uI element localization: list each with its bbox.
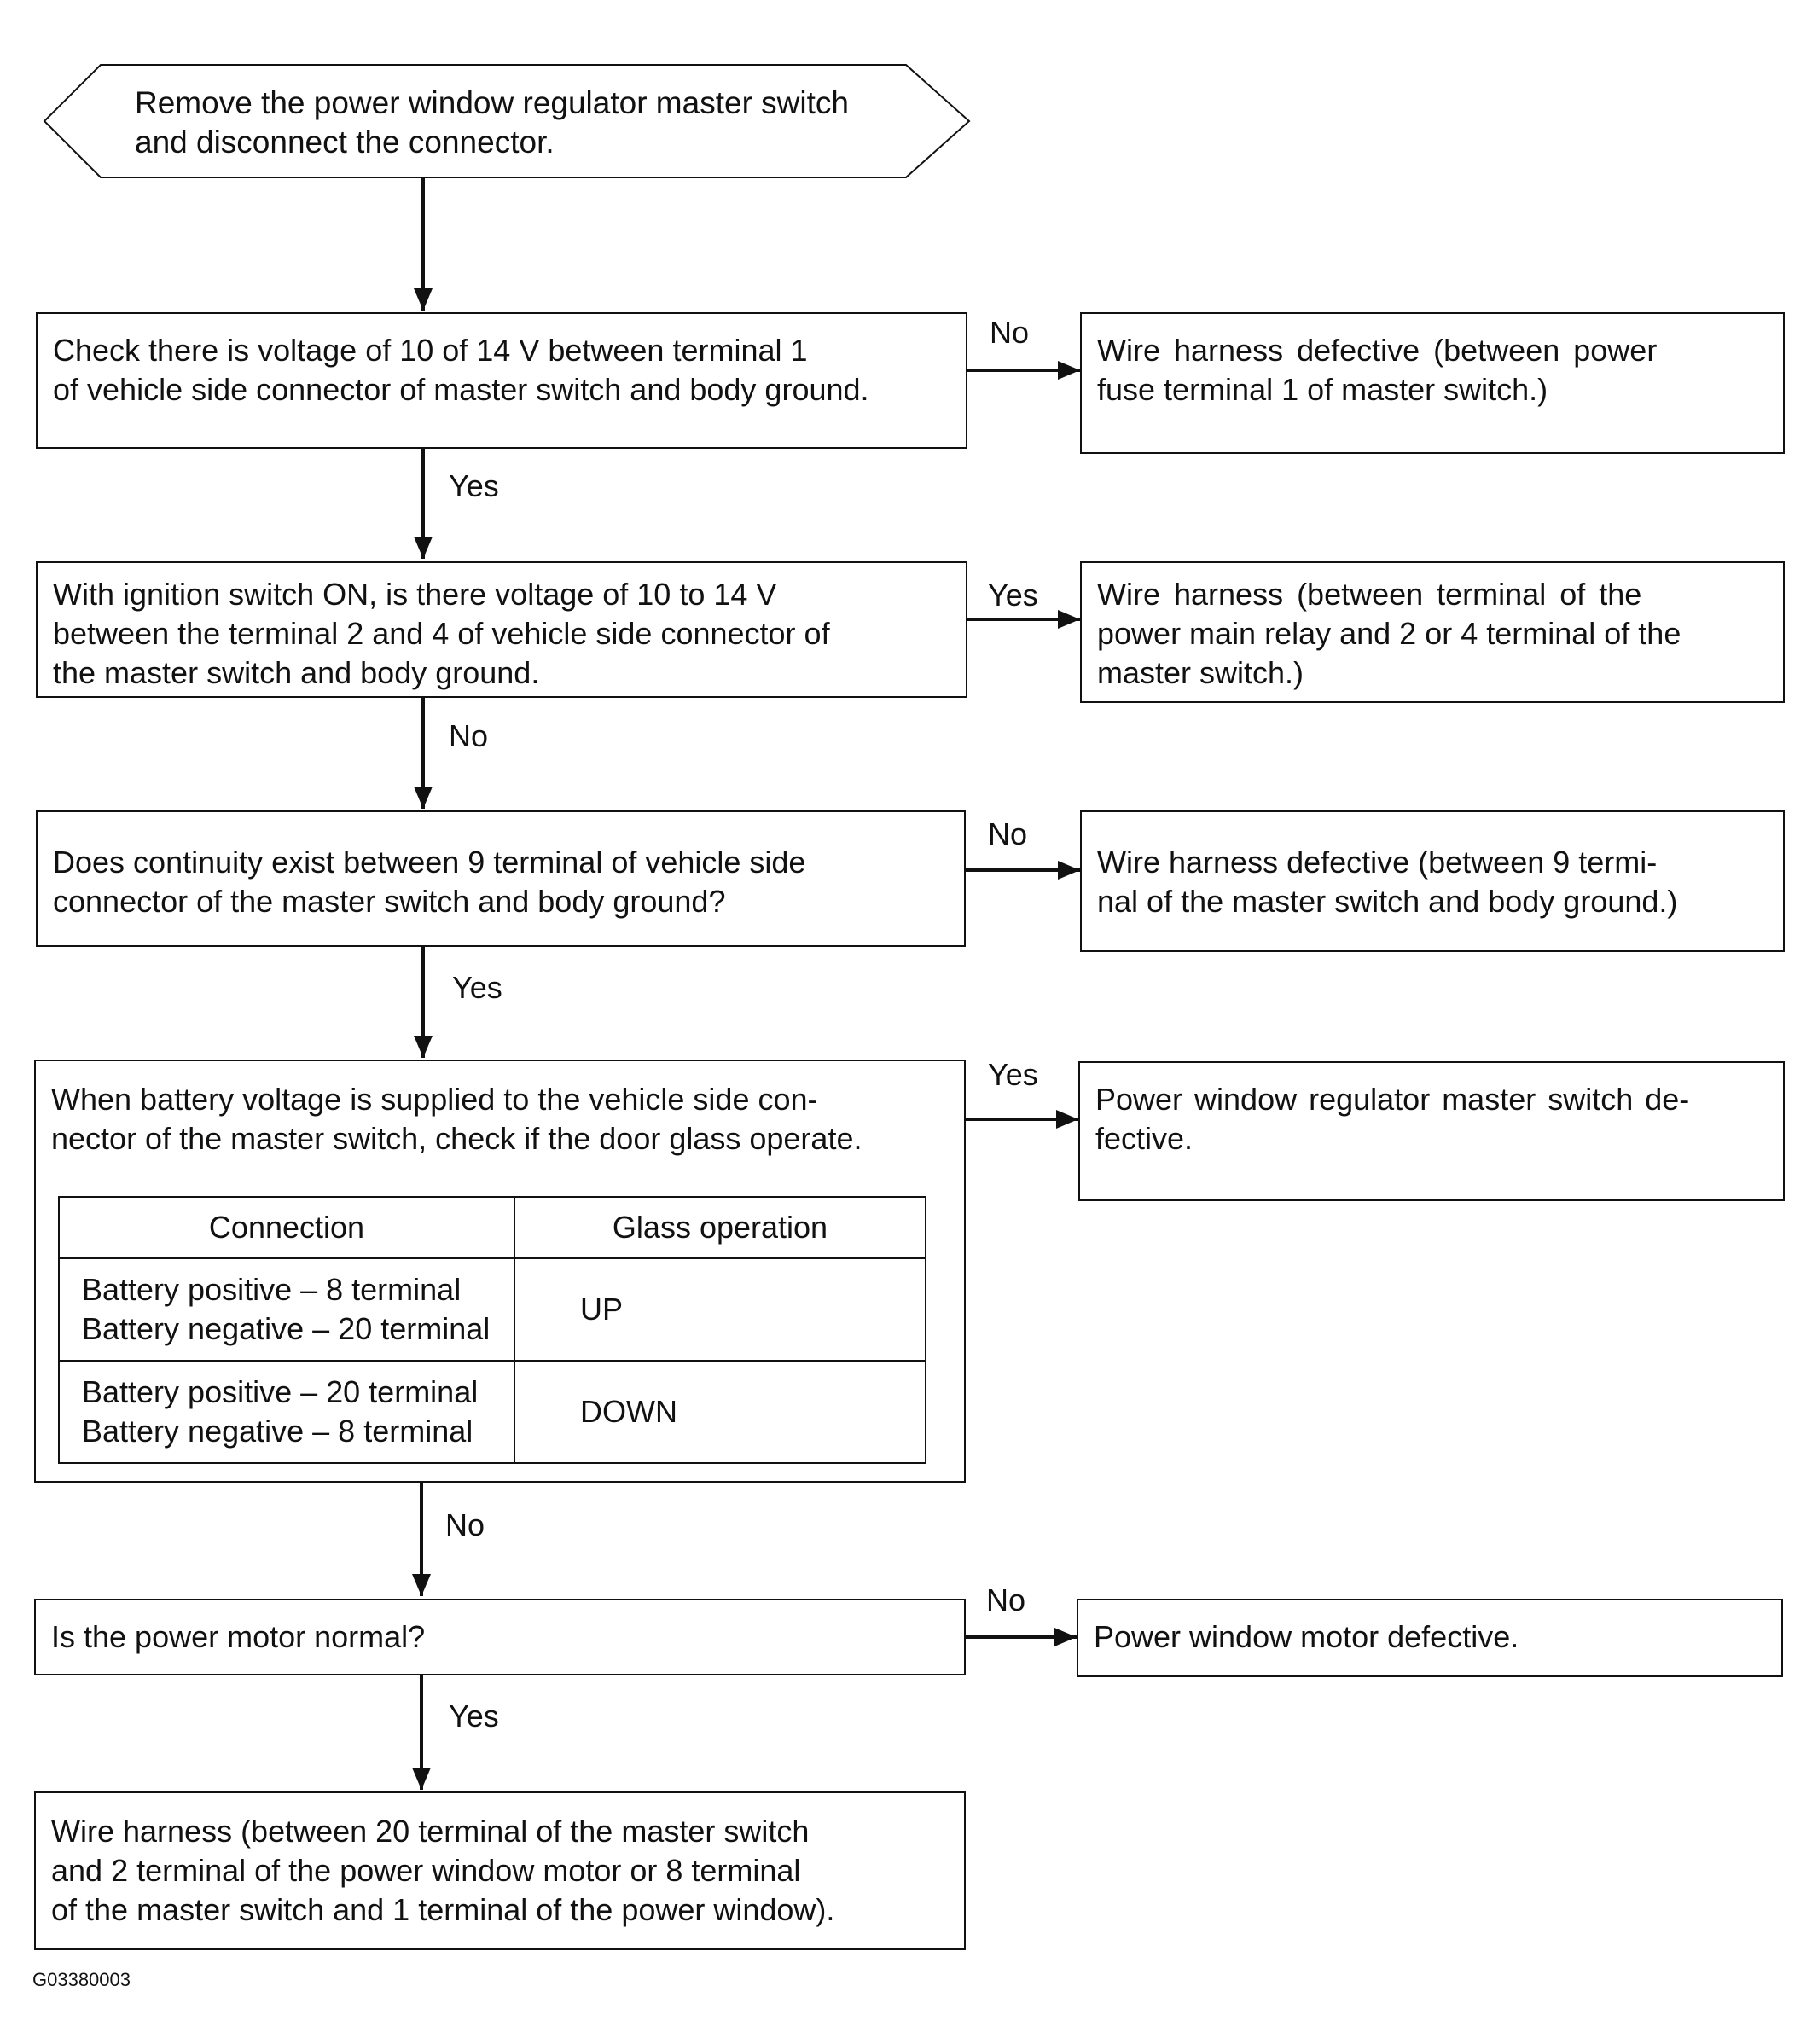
glass-operation-cell: UP	[514, 1257, 926, 1362]
result-box-3: Wire harness defective (between 9 termi-…	[1080, 810, 1785, 952]
connection-table-header-row: Connection Glass operation	[58, 1196, 926, 1259]
result-2-line-3: master switch.)	[1097, 655, 1304, 690]
result-box-5: Power window motor defective.	[1077, 1599, 1783, 1677]
result-2-line-2: power main relay and 2 or 4 terminal of …	[1097, 616, 1681, 651]
branch-label-4: Yes	[988, 1057, 1038, 1092]
down-label-5: Yes	[449, 1698, 499, 1733]
decision-box-3: Does continuity exist between 9 terminal…	[36, 810, 966, 947]
decision-box-2: With ignition switch ON, is there voltag…	[36, 561, 967, 698]
result-5-line-1: Power window motor defective.	[1094, 1619, 1519, 1654]
result-4-line-1: Power window regulator master switch de-	[1095, 1082, 1690, 1117]
final-box: Wire harness (between 20 terminal of the…	[34, 1791, 966, 1950]
start-step: Remove the power window regulator master…	[135, 84, 849, 162]
decision-2-line-3: the master switch and body ground.	[53, 655, 540, 690]
decision-3-line-1: Does continuity exist between 9 terminal…	[53, 845, 806, 880]
connection-cell: Battery positive – 20 terminal Battery n…	[58, 1360, 515, 1464]
table-row: Battery positive – 20 terminal Battery n…	[58, 1360, 926, 1464]
result-4-line-2: fective.	[1095, 1121, 1193, 1156]
table-row: Battery positive – 8 terminal Battery ne…	[58, 1257, 926, 1362]
decision-5-line-1: Is the power motor normal?	[51, 1619, 426, 1654]
decision-box-5: Is the power motor normal?	[34, 1599, 966, 1675]
start-line-1: Remove the power window regulator master…	[135, 85, 849, 120]
result-1-line-1: Wire harness defective (between power	[1097, 333, 1658, 368]
result-2-line-1: Wire harness (between terminal of the	[1097, 577, 1642, 612]
decision-2-line-2: between the terminal 2 and 4 of vehicle …	[53, 616, 830, 651]
down-label-4: No	[445, 1507, 485, 1542]
final-line-1: Wire harness (between 20 terminal of the…	[51, 1814, 810, 1849]
result-box-4: Power window regulator master switch de-…	[1078, 1061, 1785, 1201]
connection-line: Battery negative – 20 terminal	[82, 1311, 491, 1346]
branch-label-2: Yes	[988, 578, 1038, 613]
result-box-1: Wire harness defective (between power fu…	[1080, 312, 1785, 454]
start-line-2: and disconnect the connector.	[135, 125, 555, 160]
decision-4-line-1: When battery voltage is supplied to the …	[51, 1082, 818, 1117]
final-line-3: of the master switch and 1 terminal of t…	[51, 1892, 835, 1927]
connection-table: Connection Glass operation Battery posit…	[58, 1196, 926, 1464]
decision-box-1: Check there is voltage of 10 of 14 V bet…	[36, 312, 967, 449]
down-label-1: Yes	[449, 468, 499, 503]
connection-header: Connection	[58, 1196, 515, 1259]
figure-id: G03380003	[32, 1969, 131, 1990]
connection-line: Battery positive – 20 terminal	[82, 1374, 479, 1409]
decision-1-line-1: Check there is voltage of 10 of 14 V bet…	[53, 333, 808, 368]
decision-2-line-1: With ignition switch ON, is there voltag…	[53, 577, 777, 612]
glass-operation-header: Glass operation	[514, 1196, 926, 1259]
branch-label-1: No	[990, 315, 1030, 350]
glass-operation-cell: DOWN	[514, 1360, 926, 1464]
connection-line: Battery positive – 8 terminal	[82, 1272, 462, 1307]
decision-1-line-2: of vehicle side connector of master swit…	[53, 372, 869, 407]
start-terminator-shape	[43, 64, 971, 178]
final-line-2: and 2 terminal of the power window motor…	[51, 1853, 801, 1888]
result-3-line-2: nal of the master switch and body ground…	[1097, 884, 1678, 919]
down-label-2: No	[449, 718, 489, 753]
result-1-line-2: fuse terminal 1 of master switch.)	[1097, 372, 1548, 407]
result-box-2: Wire harness (between terminal of the po…	[1080, 561, 1785, 703]
down-label-3: Yes	[452, 970, 502, 1005]
decision-4-line-2: nector of the master switch, check if th…	[51, 1121, 862, 1156]
connection-line: Battery negative – 8 terminal	[82, 1414, 473, 1449]
connection-cell: Battery positive – 8 terminal Battery ne…	[58, 1257, 515, 1362]
result-3-line-1: Wire harness defective (between 9 termi-	[1097, 845, 1658, 880]
branch-label-5: No	[986, 1582, 1026, 1617]
decision-3-line-2: connector of the master switch and body …	[53, 884, 726, 919]
branch-label-3: No	[988, 816, 1028, 851]
